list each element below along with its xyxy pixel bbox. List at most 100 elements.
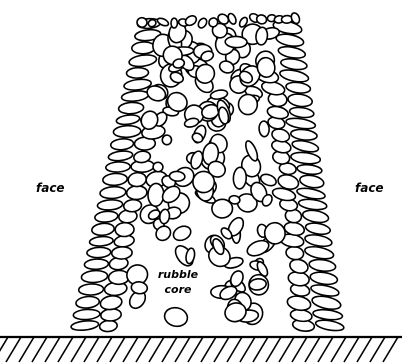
ground-hatch-line <box>305 337 320 362</box>
rubble-stone <box>225 36 247 48</box>
rubble-core-label: rubble core <box>152 267 204 297</box>
face-stone <box>106 161 131 172</box>
ground-hatch-line <box>0 337 8 362</box>
face-stone <box>309 258 337 272</box>
ground-hatch-line <box>201 337 216 362</box>
top-rubble-stone <box>171 18 177 28</box>
face-stone <box>289 106 314 119</box>
ground-hatch-line <box>188 337 203 362</box>
face-stone <box>280 57 308 71</box>
rubble-stone <box>171 224 193 243</box>
face-stone <box>118 102 144 115</box>
ground-hatch-line <box>214 337 229 362</box>
ground-hatch-line <box>370 337 385 362</box>
ground-hatch-line <box>84 337 99 362</box>
face-stone <box>290 128 317 141</box>
face-stone <box>297 164 323 176</box>
rubble-stone <box>159 209 171 225</box>
face-stone <box>108 150 133 162</box>
ground-hatch-line <box>45 337 60 362</box>
ground-hatch-line <box>292 337 307 362</box>
face-stone <box>97 199 123 211</box>
ground-hatch-line <box>279 337 294 362</box>
ground-hatch-line <box>71 337 86 362</box>
face-stone <box>113 125 141 138</box>
face-stone <box>127 172 147 188</box>
face-stone <box>275 32 304 48</box>
rubble-stone <box>131 281 148 295</box>
face-stone <box>78 283 103 295</box>
ground-hatch-line <box>175 337 190 362</box>
face-stone <box>304 245 335 261</box>
face-stone <box>121 90 149 103</box>
rubble-stone <box>169 171 185 182</box>
face-stone <box>81 270 108 284</box>
stones <box>71 12 345 333</box>
face-stone <box>132 42 156 55</box>
rubble-stone <box>152 161 163 172</box>
top-rubble-stone <box>227 12 238 25</box>
face-stone <box>291 139 319 154</box>
ground-hatching <box>0 337 402 362</box>
core-label-line1: rubble <box>152 267 204 282</box>
face-stone <box>296 186 326 200</box>
face-stone <box>73 309 100 321</box>
rubble-stone <box>163 305 190 328</box>
rubble-stone <box>229 195 241 205</box>
face-stone <box>128 53 157 68</box>
core-label-line2: core <box>152 282 204 297</box>
ground-hatch-line <box>32 337 47 362</box>
face-stone <box>285 117 316 131</box>
face-stone <box>304 233 333 248</box>
face-stone <box>110 138 134 151</box>
ground-hatch-line <box>149 337 164 362</box>
face-stone <box>299 173 325 189</box>
top-rubble-stone <box>197 17 209 30</box>
face-stone <box>287 93 313 108</box>
ground-hatch-line <box>19 337 34 362</box>
face-stone <box>99 294 123 311</box>
face-stone <box>311 294 342 311</box>
face-stone <box>290 151 321 165</box>
face-stone <box>309 271 338 286</box>
face-stone <box>94 210 118 223</box>
face-stone <box>298 198 327 211</box>
ground-hatch-line <box>6 337 21 362</box>
rubble-stone <box>162 135 172 145</box>
face-stone <box>116 114 140 126</box>
face-stone <box>126 67 148 78</box>
face-stone <box>315 318 345 332</box>
ground-hatch-line <box>162 337 177 362</box>
face-stone <box>285 81 311 94</box>
ground-hatch-line <box>357 337 372 362</box>
face-stone <box>312 308 343 321</box>
ground-hatch-line <box>331 337 346 362</box>
face-stone <box>71 320 99 332</box>
face-stone <box>305 221 331 236</box>
face-stone <box>286 294 312 312</box>
face-stone <box>100 186 127 199</box>
face-stone <box>91 222 114 236</box>
face-stone <box>279 68 310 84</box>
face-stone <box>75 295 99 309</box>
face-stone <box>115 222 134 237</box>
rubble-stone <box>233 167 247 189</box>
face-stone <box>87 247 111 258</box>
face-stone <box>89 236 113 247</box>
rubble-stone <box>148 183 165 206</box>
ground-hatch-line <box>253 337 268 362</box>
face-label-left: face <box>36 181 65 195</box>
face-stone <box>102 173 127 186</box>
ground-hatch-line <box>97 337 112 362</box>
face-stone <box>302 209 330 225</box>
ground-hatch-line <box>110 337 125 362</box>
rubble-stone <box>238 94 257 114</box>
face-stone <box>84 258 109 269</box>
face-stone <box>123 199 142 213</box>
face-stone <box>277 45 306 60</box>
ground-hatch-line <box>344 337 359 362</box>
face-label-right: face <box>355 181 384 195</box>
face-stone <box>310 283 340 298</box>
ground-hatch-line <box>383 337 398 362</box>
ground-hatch-line <box>240 337 255 362</box>
